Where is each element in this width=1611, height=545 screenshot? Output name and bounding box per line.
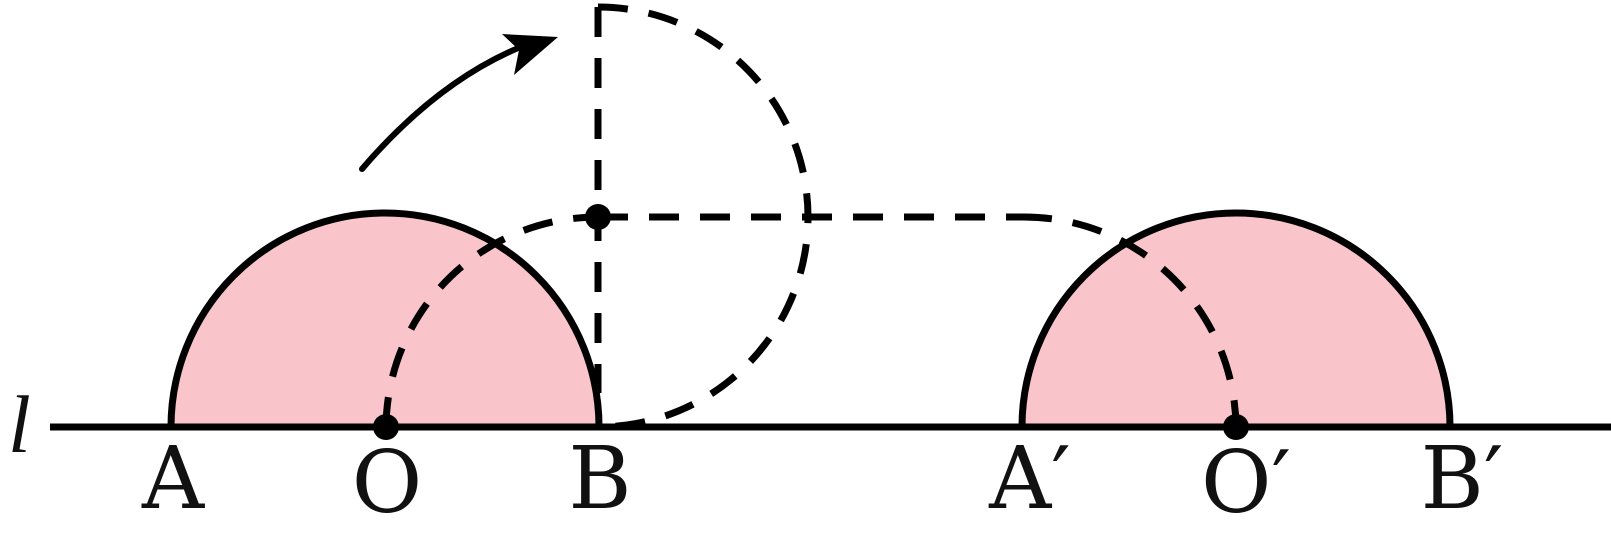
rotation-arrow <box>359 41 531 172</box>
point-O-prime <box>1223 414 1249 440</box>
label-A: A <box>141 429 205 529</box>
label-A-prime: A′ <box>988 429 1071 529</box>
center-path-arc-right <box>1021 213 1240 428</box>
label-O-prime: O′ <box>1201 433 1291 533</box>
rotation-arrowhead <box>502 34 558 75</box>
semicircle-AOB <box>167 209 603 431</box>
center-path-arc-left <box>382 213 599 428</box>
label-line-l: l <box>8 379 31 470</box>
label-O: O <box>352 433 423 533</box>
label-B: B <box>568 429 631 529</box>
semicircle-A-prime-O-prime-B-prime <box>1018 209 1454 431</box>
point-rotated-center <box>585 204 611 230</box>
point-O <box>373 414 399 440</box>
label-B-prime: B′ <box>1421 429 1504 529</box>
